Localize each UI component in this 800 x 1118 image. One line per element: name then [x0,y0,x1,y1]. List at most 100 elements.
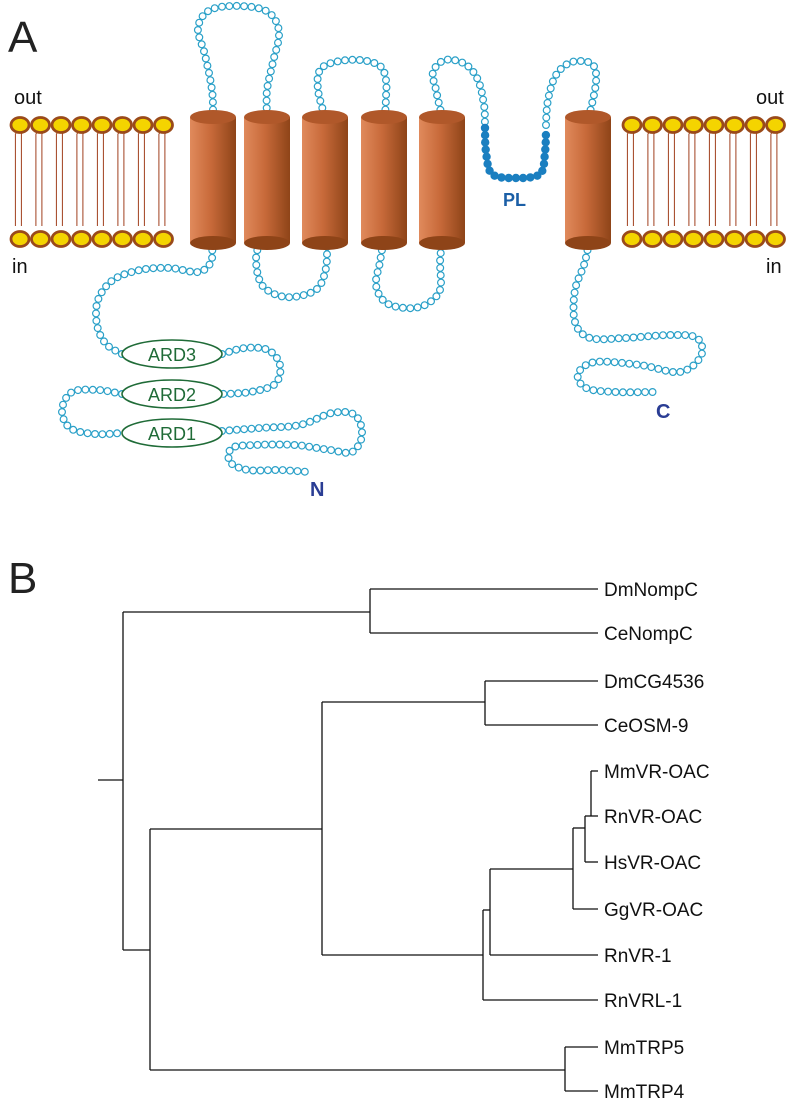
residue-bead [240,2,249,11]
residue-bead [589,91,598,100]
residue-bead [694,356,703,365]
n-terminal-tail-3 [57,385,126,439]
residue-bead [436,285,445,294]
residue-bead [636,332,645,341]
transmembrane-helix-5 [419,110,465,250]
residue-bead [248,387,257,396]
residue-bead [316,96,325,105]
residue-bead [313,285,322,294]
lipid-head [765,116,786,134]
residue-bead [127,268,136,277]
residue-bead [573,324,582,333]
residue-bead [246,343,255,352]
residue-bead [341,56,350,65]
residue-bead [562,60,571,69]
residue-bead [210,4,219,13]
in-label-left: in [12,256,28,278]
residue-bead [319,411,328,420]
residue-bead [262,96,271,105]
lipid-head [703,230,725,248]
residue-bead [334,447,343,456]
transmembrane-helix-6 [565,110,611,250]
residue-bead [358,428,367,437]
residue-bead [574,274,583,283]
residue-bead [305,442,314,451]
panel-b-letter: B [8,554,37,603]
residue-bead [171,264,180,273]
residue-bead [436,271,445,280]
residue-bead [591,69,600,78]
lipid-head [744,116,766,134]
residue-bead [317,279,326,288]
lipid-molecule [621,116,643,248]
lipid-head [132,116,154,134]
residue-bead [533,171,542,180]
residue-bead [265,74,274,83]
residue-bead [268,440,277,449]
lipid-head [724,116,745,134]
residue-bead [240,425,249,434]
residue-bead [293,467,302,476]
residue-bead [263,384,272,393]
residue-bead [348,55,357,64]
residue-bead [267,348,276,357]
lipid-molecule [132,116,154,248]
residue-bead [272,354,281,363]
residue-bead [569,310,578,319]
residue-bead [341,448,350,457]
leaf-label: DmCG4536 [604,672,704,693]
phylogenetic-tree [98,588,598,1092]
residue-bead [107,277,116,286]
residue-bead [614,334,623,343]
residue-bead [275,440,284,449]
residue-bead [666,331,675,340]
residue-bead [92,316,101,325]
residue-bead [381,98,390,107]
lipid-head [153,116,174,134]
residue-bead [543,98,552,107]
residue-bead [380,68,389,77]
residue-bead [541,145,550,154]
residue-bead [57,408,66,417]
residue-bead [313,74,322,83]
residue-bead [200,265,209,274]
transmembrane-helix-4 [361,110,407,250]
residue-bead [497,173,506,182]
residue-bead [59,415,68,424]
residue-bead [327,446,336,455]
residue-bead [186,267,195,276]
residue-bead [103,387,112,396]
leaf-label: MmTRP4 [604,1082,685,1103]
residue-bead [225,446,234,455]
residue-bead [479,95,488,104]
residue-bead [254,424,263,433]
lipid-head [9,116,31,134]
lipid-molecule [683,116,704,248]
pore-loop [480,123,551,183]
residue-bead [348,447,357,456]
residue-bead [689,361,698,370]
residue-bead [552,70,561,79]
residue-bead [292,292,301,301]
residue-bead [81,385,90,394]
residue-bead [232,345,241,354]
residue-bead [266,67,275,76]
residue-bead [105,429,114,438]
ankyrin-domain-1: ARD1 [121,418,223,448]
residue-bead [570,318,579,327]
residue-bead [481,145,490,154]
lipid-molecule [50,116,72,248]
residue-bead [92,302,101,311]
residue-bead [76,428,85,437]
intracellular-loop-2 [372,239,446,313]
residue-bead [275,360,284,369]
n-terminal-tail-4 [218,408,367,476]
residue-bead [234,389,243,398]
residue-bead [541,130,551,140]
residue-bead [382,83,391,92]
residue-bead [297,441,306,450]
residue-bead [277,292,286,301]
residue-bead [207,83,216,92]
residue-bead [200,47,209,56]
transmembrane-helix-1 [190,110,236,250]
